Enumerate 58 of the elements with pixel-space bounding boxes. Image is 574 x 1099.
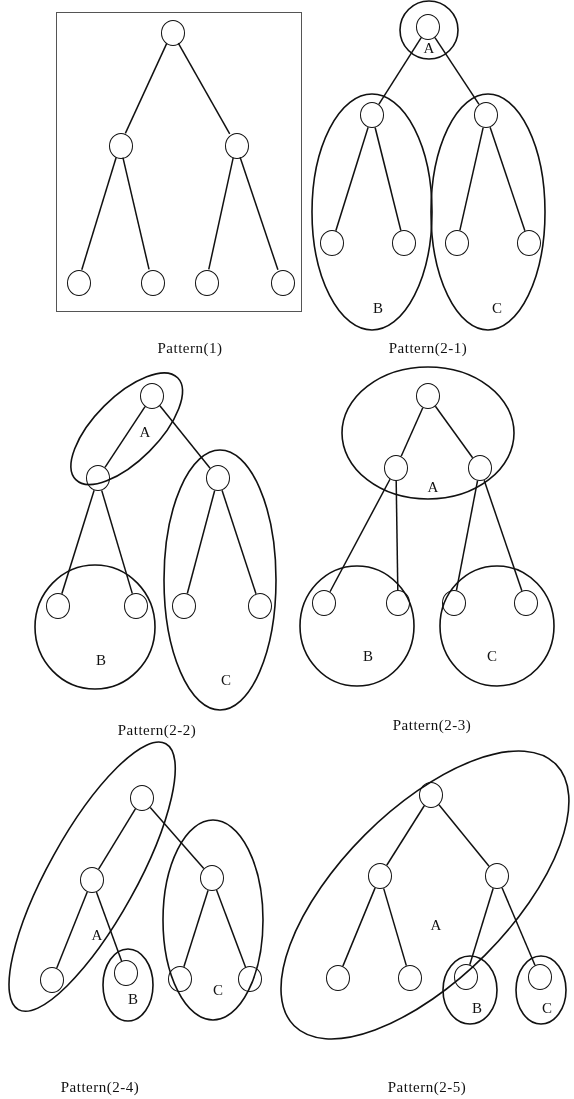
group-label: A [139, 424, 151, 440]
tree-edge-line [56, 891, 88, 969]
pattern-caption: Pattern(2-5) [387, 1078, 467, 1096]
tree-edge-line [97, 808, 137, 870]
group-label: B [363, 648, 373, 664]
tree-edge-line [149, 806, 205, 870]
tree-edge-line [221, 489, 257, 595]
tree-edge-line [329, 478, 391, 593]
tree-edge-line [335, 126, 369, 232]
tree-edge-line [183, 889, 209, 968]
tree-edge-line [215, 889, 247, 968]
tree-edge-line [122, 156, 150, 271]
group-label: C [542, 1000, 552, 1016]
tree-edge-line [100, 489, 134, 595]
tree-edge-line [208, 156, 234, 271]
tree-edge-line [501, 887, 536, 966]
tree-edge-line [95, 891, 123, 962]
pattern-frame [56, 12, 302, 312]
tree-edge-line [124, 42, 168, 135]
pattern-caption: Pattern(1) [157, 339, 223, 357]
tree-edge-line [434, 36, 480, 106]
tree-edge-line [455, 480, 479, 591]
group-label: C [213, 982, 223, 998]
tree-edge-line [374, 126, 402, 232]
group-label: A [91, 927, 103, 943]
tree-edge-line [342, 887, 376, 967]
tree-edge-line [186, 489, 216, 595]
group-label: A [423, 40, 435, 56]
tree-edge-line [104, 405, 146, 469]
tree-edge-line [483, 479, 523, 592]
group-label: B [96, 652, 106, 668]
tree-edge-line [489, 126, 526, 232]
group-label: A [427, 479, 439, 495]
group-label: A [430, 917, 442, 933]
pattern-caption: Pattern(2-1) [388, 339, 468, 357]
tree-edge-line [395, 480, 399, 591]
group-label: B [373, 300, 383, 316]
pattern-caption: Pattern(2-2) [117, 721, 197, 739]
tree-edge-line [61, 489, 95, 595]
group-label: C [492, 300, 502, 316]
tree-edge-line [400, 406, 424, 458]
tree-edge-line [469, 887, 494, 966]
tree-edge-line [159, 405, 211, 469]
pattern-caption: Pattern(2-4) [60, 1078, 140, 1096]
tree-edge-line [177, 42, 231, 135]
tree-edge-line [81, 156, 117, 271]
tree-edge-line [459, 126, 484, 232]
tree-edge-line [438, 804, 490, 867]
group-label: B [472, 1000, 482, 1016]
tree-edge-line [386, 805, 425, 866]
tree-edge-line [434, 405, 474, 459]
group-label: C [221, 672, 231, 688]
group-label: B [128, 991, 138, 1007]
tree-edge-line [382, 887, 408, 967]
tree-edge-line [239, 156, 279, 271]
pattern-caption: Pattern(2-3) [392, 716, 472, 734]
group-label: C [487, 648, 497, 664]
tree-edge-line [378, 36, 422, 106]
